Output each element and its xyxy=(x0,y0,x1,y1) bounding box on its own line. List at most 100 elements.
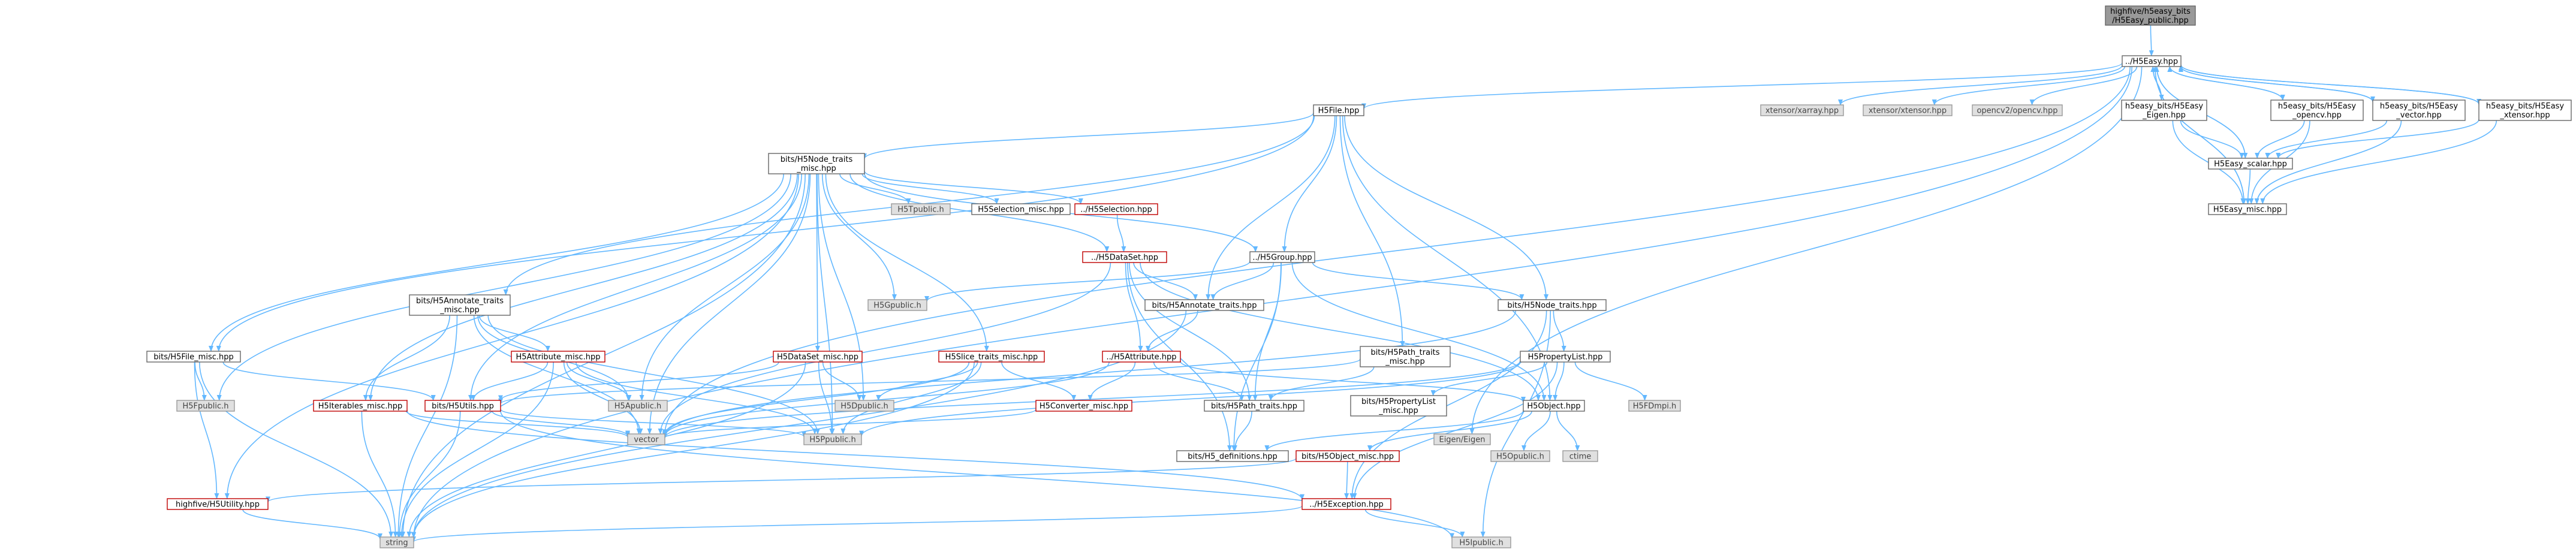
node-h5utility[interactable]: highfive/H5Utility.hpp xyxy=(167,498,269,510)
node-h5tpublic-box xyxy=(891,203,951,215)
node-h5file[interactable]: H5File.hpp xyxy=(1313,104,1364,116)
node-nodetraitsmisc[interactable]: bits/H5Node_traits_misc.hpp xyxy=(768,153,865,174)
node-eigenbits-label-1: _Eigen.hpp xyxy=(2142,111,2186,120)
node-h5ipublic-label-0: H5Ipublic.h xyxy=(1459,539,1503,548)
node-pathtraits-box xyxy=(1204,400,1304,412)
node-slicetraitsmisc-box xyxy=(938,351,1045,363)
edge-propertylist-to-propertylistmisc xyxy=(1430,361,1548,396)
node-attribute[interactable]: ../H5Attribute.hpp xyxy=(1102,351,1181,363)
node-pathtraitsmisc[interactable]: bits/H5Path_traits_misc.hpp xyxy=(1360,346,1451,367)
node-propertylistmisc[interactable]: bits/H5PropertyList_misc.hpp xyxy=(1350,395,1447,417)
edge-group-to-h5definitions xyxy=(1231,262,1282,451)
dependency-edges xyxy=(194,25,2497,542)
node-datasetmisc[interactable]: H5DataSet_misc.hpp xyxy=(773,351,863,363)
node-h5tpublic-label-0: H5Tpublic.h xyxy=(897,206,944,215)
edge-h5file-to-pathtraitsmisc xyxy=(1339,115,1405,347)
node-h5easy[interactable]: ../H5Easy.hpp xyxy=(2122,55,2182,67)
node-scalar[interactable]: H5Easy_scalar.hpp xyxy=(2208,158,2293,170)
node-dataset[interactable]: ../H5DataSet.hpp xyxy=(1082,251,1167,263)
node-nodetraits[interactable]: bits/H5Node_traits.hpp xyxy=(1498,299,1607,311)
edge-annotatemisc-to-iterables xyxy=(363,315,450,401)
node-group[interactable]: ../H5Group.hpp xyxy=(1249,251,1315,263)
node-dataset-label-0: ../H5DataSet.hpp xyxy=(1091,254,1158,263)
node-h5file-label-0: H5File.hpp xyxy=(1318,107,1360,116)
node-vectorbits-box xyxy=(2372,99,2466,121)
node-h5utils[interactable]: bits/H5Utils.hpp xyxy=(424,400,501,412)
edge-vectorbits-to-h5easy xyxy=(2179,66,2373,102)
node-h5fdmpi-box xyxy=(1628,400,1681,412)
edge-group-to-annotatetraits xyxy=(1210,262,1275,300)
edge-xtensorbits-to-h5easy xyxy=(2179,64,2479,105)
edge-nodetraitsmisc-to-h5fpublic xyxy=(216,173,791,401)
edge-slicetraitsmisc-to-string xyxy=(411,361,975,538)
node-xtensorbits-box xyxy=(2478,99,2572,121)
edge-opencvbits-to-scalar xyxy=(2255,120,2305,159)
edge-selection-to-dataset xyxy=(1116,214,1126,252)
edge-h5utils-to-h5ipublic xyxy=(500,411,1454,539)
edge-group-to-nodetraits xyxy=(1312,262,1524,300)
node-nodetraits-box xyxy=(1498,299,1607,311)
node-slicetraitsmisc[interactable]: H5Slice_traits_misc.hpp xyxy=(938,351,1045,363)
edge-filemisc-to-string xyxy=(199,361,394,538)
node-h5utility-box xyxy=(167,498,269,510)
node-annotatemisc-label-1: _misc.hpp xyxy=(439,306,480,315)
edge-h5file-to-nodetraits xyxy=(1344,115,1549,300)
node-public[interactable]: highfive/h5easy_bits/H5Easy_public.hpp xyxy=(2105,5,2196,26)
node-h5dpublic: H5Dpublic.h xyxy=(834,400,894,412)
edge-h5file-to-nodetraitsmisc xyxy=(862,112,1314,159)
node-h5object-label-0: H5Object.hpp xyxy=(1527,402,1580,411)
node-objectmisc[interactable]: bits/H5Object_misc.hpp xyxy=(1295,450,1400,462)
edge-nodetraitsmisc-to-slicetraitsmisc xyxy=(825,173,989,352)
node-nodetraitsmisc-box xyxy=(768,153,865,174)
node-h5definitions-box xyxy=(1176,450,1289,462)
edge-filemisc-to-h5fpublic xyxy=(194,361,207,401)
node-easymisc[interactable]: H5Easy_misc.hpp xyxy=(2208,203,2287,215)
node-attributemisc[interactable]: H5Attribute_misc.hpp xyxy=(511,351,605,363)
edge-h5easy-to-xarray xyxy=(1838,65,2123,105)
edge-filemisc-to-h5utils xyxy=(222,361,436,401)
node-opencv: opencv2/opencv.hpp xyxy=(1972,104,2063,116)
node-annotatemisc[interactable]: bits/H5Annotate_traits_misc.hpp xyxy=(409,294,511,316)
node-exception-box xyxy=(1301,498,1391,510)
node-dataset-box xyxy=(1082,251,1167,263)
node-exception[interactable]: ../H5Exception.hpp xyxy=(1301,498,1391,510)
node-filemisc[interactable]: bits/H5File_misc.hpp xyxy=(146,351,241,363)
node-opencvbits[interactable]: h5easy_bits/H5Easy_opencv.hpp xyxy=(2270,99,2364,121)
edge-h5file-to-filemisc xyxy=(216,115,1314,352)
edge-eigenbits-to-easymisc xyxy=(2172,120,2246,204)
node-xtensorhpp: xtensor/xtensor.hpp xyxy=(1863,104,1953,116)
edge-dataset-to-annotatetraits xyxy=(1133,262,1198,300)
node-attributemisc-box xyxy=(511,351,605,363)
node-xtensorbits[interactable]: h5easy_bits/H5Easy_xtensor.hpp xyxy=(2478,99,2572,121)
edge-iterables-to-string xyxy=(361,411,398,538)
edge-attributemisc-to-h5utils xyxy=(471,361,549,401)
node-h5fdmpi: H5FDmpi.h xyxy=(1628,400,1681,412)
node-propertylist[interactable]: H5PropertyList.hpp xyxy=(1520,351,1611,363)
node-ctime: ctime xyxy=(1562,450,1598,462)
node-h5object[interactable]: H5Object.hpp xyxy=(1523,400,1585,412)
node-converter[interactable]: H5Converter_misc.hpp xyxy=(1035,400,1132,412)
node-selectionmisc[interactable]: H5Selection_misc.hpp xyxy=(971,203,1071,215)
edge-attribute-to-pathtraits xyxy=(1153,361,1245,401)
node-pathtraitsmisc-label-0: bits/H5Path_traits xyxy=(1370,348,1439,357)
edge-nodetraitsmisc-to-h5gpublic xyxy=(821,173,897,300)
edge-h5file-to-group xyxy=(1282,115,1337,252)
node-xtensorhpp-label-0: xtensor/xtensor.hpp xyxy=(1869,107,1947,116)
node-nodetraitsmisc-label-1: _misc.hpp xyxy=(796,164,836,173)
edge-group-to-h5object xyxy=(1291,262,1547,401)
node-vectorbits[interactable]: h5easy_bits/H5Easy_vector.hpp xyxy=(2372,99,2466,121)
node-string-box xyxy=(379,536,414,548)
node-selection[interactable]: ../H5Selection.hpp xyxy=(1074,203,1158,215)
node-eigenbits[interactable]: h5easy_bits/H5Easy_Eigen.hpp xyxy=(2121,99,2207,121)
node-h5ppublic-box xyxy=(803,433,862,445)
edge-attribute-to-converter xyxy=(1087,361,1136,401)
edge-attributemisc-to-h5ppublic xyxy=(576,361,818,435)
edge-nodetraits-to-vector xyxy=(662,310,1517,438)
node-h5definitions[interactable]: bits/H5_definitions.hpp xyxy=(1176,450,1289,462)
node-annotatetraits[interactable]: bits/H5Annotate_traits.hpp xyxy=(1144,299,1264,311)
node-pathtraits[interactable]: bits/H5Path_traits.hpp xyxy=(1204,400,1304,412)
node-propertylistmisc-box xyxy=(1350,395,1447,417)
node-xarray: xtensor/xarray.hpp xyxy=(1760,104,1844,116)
edge-exception-to-string xyxy=(411,505,1303,542)
node-iterables[interactable]: H5Iterables_misc.hpp xyxy=(313,400,408,412)
